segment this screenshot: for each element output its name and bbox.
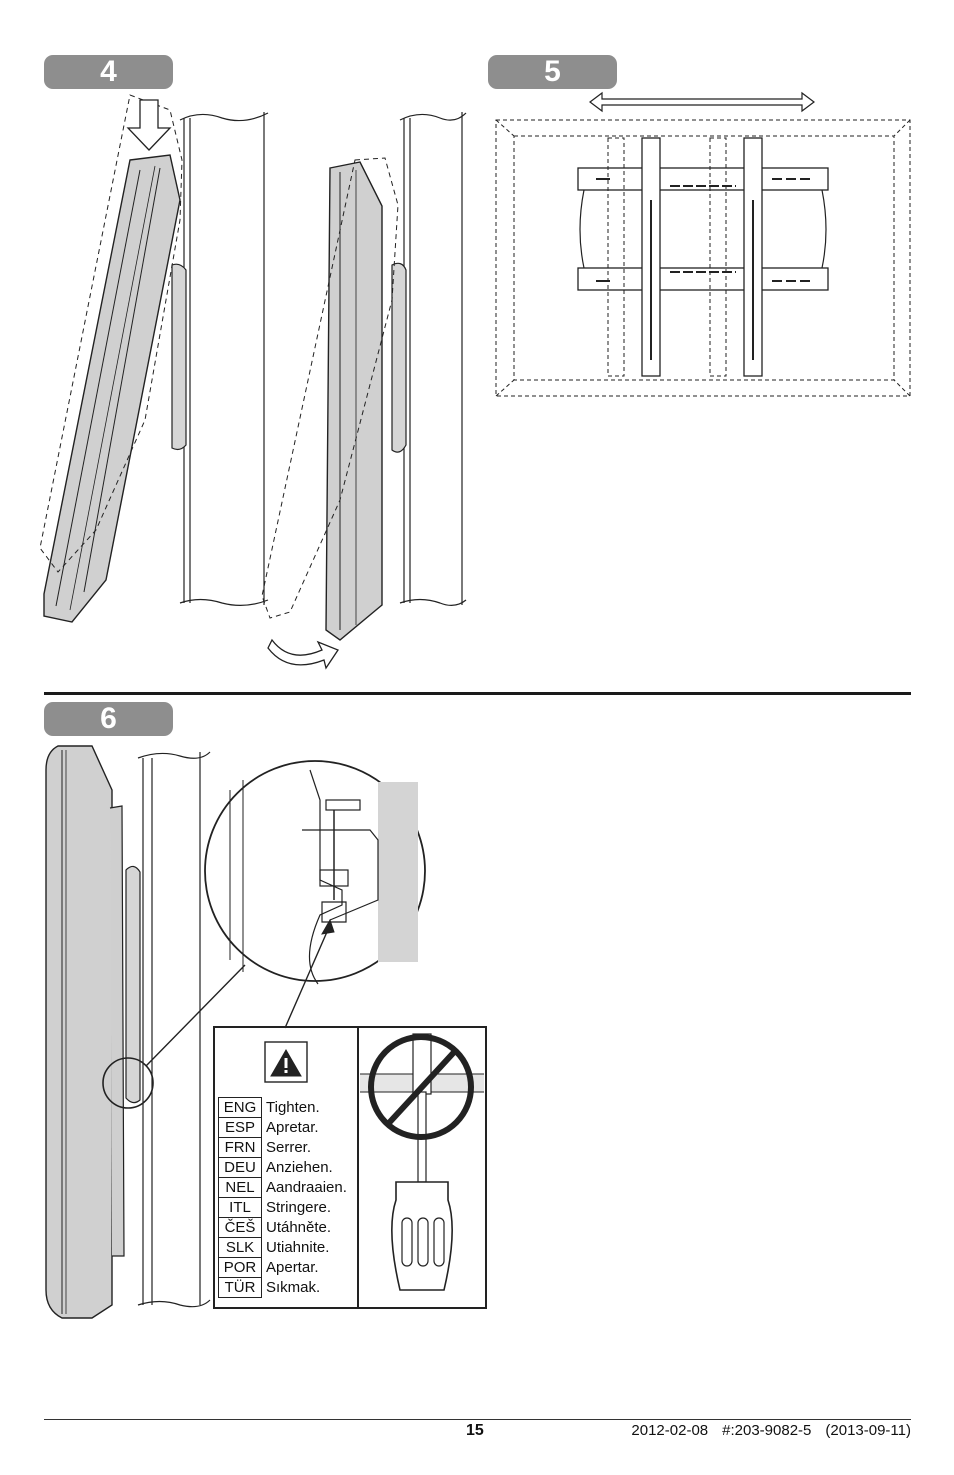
- doc-number: #:203-9082-5: [722, 1422, 812, 1439]
- lang-code: ENG: [218, 1097, 262, 1118]
- lang-text: Anziehen.: [266, 1159, 333, 1176]
- doc-revision: (2013-09-11): [825, 1422, 911, 1439]
- doc-date: 2012-02-08: [631, 1422, 709, 1439]
- section-divider: [44, 692, 911, 695]
- lang-code: SLK: [218, 1237, 262, 1258]
- step6-illustration: [45, 745, 426, 1319]
- lang-code: FRN: [218, 1137, 262, 1158]
- page-number: 15: [466, 1422, 484, 1439]
- step-6-badge: 6: [44, 702, 173, 736]
- footer-divider: [44, 1419, 911, 1420]
- lang-text: Serrer.: [266, 1139, 312, 1156]
- lang-text: Sıkmak.: [266, 1279, 321, 1296]
- warning-triangle-icon: [264, 1041, 308, 1083]
- lang-code: ESP: [218, 1117, 262, 1138]
- lang-text: Apretar.: [266, 1119, 319, 1136]
- lang-code: ČEŠ: [218, 1217, 262, 1238]
- step-4-badge: 4: [44, 55, 173, 89]
- step5-illustration: [495, 91, 911, 397]
- lang-text: Utiahnite.: [266, 1239, 330, 1256]
- warning-box: [213, 1026, 487, 1309]
- lang-code: ITL: [218, 1197, 262, 1218]
- step-5-badge: 5: [488, 55, 617, 89]
- lang-text: Stringere.: [266, 1199, 332, 1216]
- document-info: 2012-02-08 #:203-9082-5 (2013-09-11): [617, 1422, 911, 1439]
- no-overtighten-icon: [360, 1033, 484, 1291]
- step4-left-illustration: [39, 94, 269, 623]
- lang-code: NEL: [218, 1177, 262, 1198]
- lang-text: Aandraaien.: [266, 1179, 347, 1196]
- lang-code: POR: [218, 1257, 262, 1278]
- lang-text: Tighten.: [266, 1099, 320, 1116]
- lang-code: TÜR: [218, 1277, 262, 1298]
- step4-right-illustration: [261, 112, 467, 670]
- lang-text: Utáhněte.: [266, 1219, 332, 1236]
- lang-text: Apertar.: [266, 1259, 319, 1276]
- lang-code: DEU: [218, 1157, 262, 1178]
